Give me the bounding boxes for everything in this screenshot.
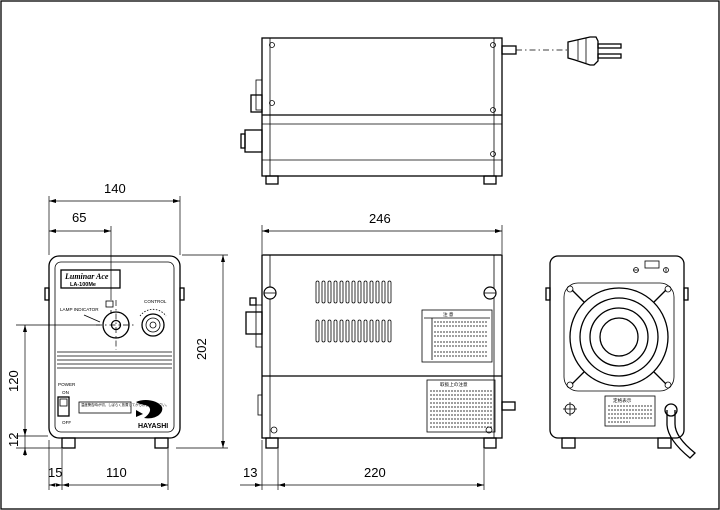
- maker-name: HAYASHI: [138, 423, 168, 430]
- screw-icon: [566, 381, 574, 389]
- brand-name: Luminar Ace: [64, 272, 109, 281]
- knob-stub: [250, 94, 263, 113]
- power-switch[interactable]: [57, 396, 70, 417]
- dim-foot-offset: 15: [48, 465, 62, 480]
- side-vent-lower: [315, 319, 392, 343]
- fiber-port: [244, 129, 263, 153]
- dim-foot-span-front: 110: [106, 465, 127, 480]
- screw-icon: [664, 381, 672, 389]
- foot: [154, 437, 169, 449]
- dim-height: 202: [194, 338, 209, 360]
- power-cord: [666, 410, 696, 459]
- foot: [561, 437, 576, 449]
- dim-foot-span-side: 220: [364, 465, 386, 480]
- screw-icon: [490, 151, 496, 157]
- side-view: 注 意 取扱上の注意: [245, 254, 516, 449]
- power-label: POWER: [58, 382, 76, 387]
- hayashi-logo-icon: [136, 399, 163, 419]
- screw-icon: [664, 285, 672, 293]
- screw-icon: [269, 42, 275, 48]
- lamp-indicator-label: LAMP INDICATOR: [60, 307, 99, 312]
- cord-bushing: [501, 45, 517, 55]
- notice-label-box: [78, 401, 132, 414]
- caution-label-title: 注 意: [443, 311, 454, 318]
- side-fiber-port: [245, 311, 263, 335]
- foot: [61, 437, 76, 449]
- rear-view: 定格表示: [545, 255, 696, 459]
- screw-icon: [490, 42, 496, 48]
- screw-icon: [566, 285, 574, 293]
- caution-label-box: [421, 309, 493, 363]
- dim-front-low-height: 120: [6, 370, 21, 392]
- power-off-label: OFF: [62, 420, 71, 425]
- foot: [483, 437, 497, 449]
- dim-foot-height: 12: [6, 433, 21, 447]
- top-view-body: [261, 37, 503, 177]
- dimension-lines: [16, 196, 503, 490]
- cord-outlet: [664, 403, 678, 417]
- control-knob[interactable]: [139, 308, 167, 337]
- foot: [265, 175, 279, 185]
- power-plug-icon: [567, 36, 622, 66]
- dim-front-offset: 65: [72, 210, 86, 225]
- screw-icon: [263, 286, 277, 300]
- handling-label-box: [426, 379, 496, 433]
- side-vent-upper: [315, 280, 392, 304]
- screw-icon: [483, 286, 497, 300]
- fan-guard-icon: [563, 282, 675, 392]
- rating-label-box: [604, 395, 656, 427]
- control-label: CONTROL: [144, 299, 167, 304]
- front-vent: [57, 351, 172, 369]
- model-number: LA-100Me: [70, 282, 96, 288]
- front-view: Luminar Ace LA-100Me LAMP INDICATOR CONT…: [44, 255, 185, 449]
- screw-icon: [269, 100, 275, 106]
- dim-side-offset: 13: [243, 465, 257, 480]
- foot: [657, 437, 672, 449]
- notice-label: 温度警告時が切、しばらく放置してからお使いください。: [81, 402, 169, 407]
- dim-side-length: 246: [369, 211, 391, 226]
- screw-icon: [270, 426, 278, 434]
- foot: [265, 437, 279, 449]
- rating-label-title: 定格表示: [613, 397, 632, 404]
- front-view-body: [48, 255, 181, 439]
- power-on-label: ON: [62, 390, 69, 395]
- handling-label-title: 取扱上の注意: [440, 381, 468, 388]
- dim-front-width: 140: [104, 181, 126, 196]
- handling-label-lines: [430, 390, 492, 428]
- top-view: [240, 36, 622, 185]
- foot: [483, 175, 497, 185]
- rear-view-body: [549, 255, 685, 439]
- brand-plate: [60, 269, 121, 289]
- rating-label-lines: [608, 405, 652, 423]
- screw-icon: [490, 107, 496, 113]
- caution-label-lines: [434, 321, 488, 357]
- ground-markers: [633, 260, 669, 273]
